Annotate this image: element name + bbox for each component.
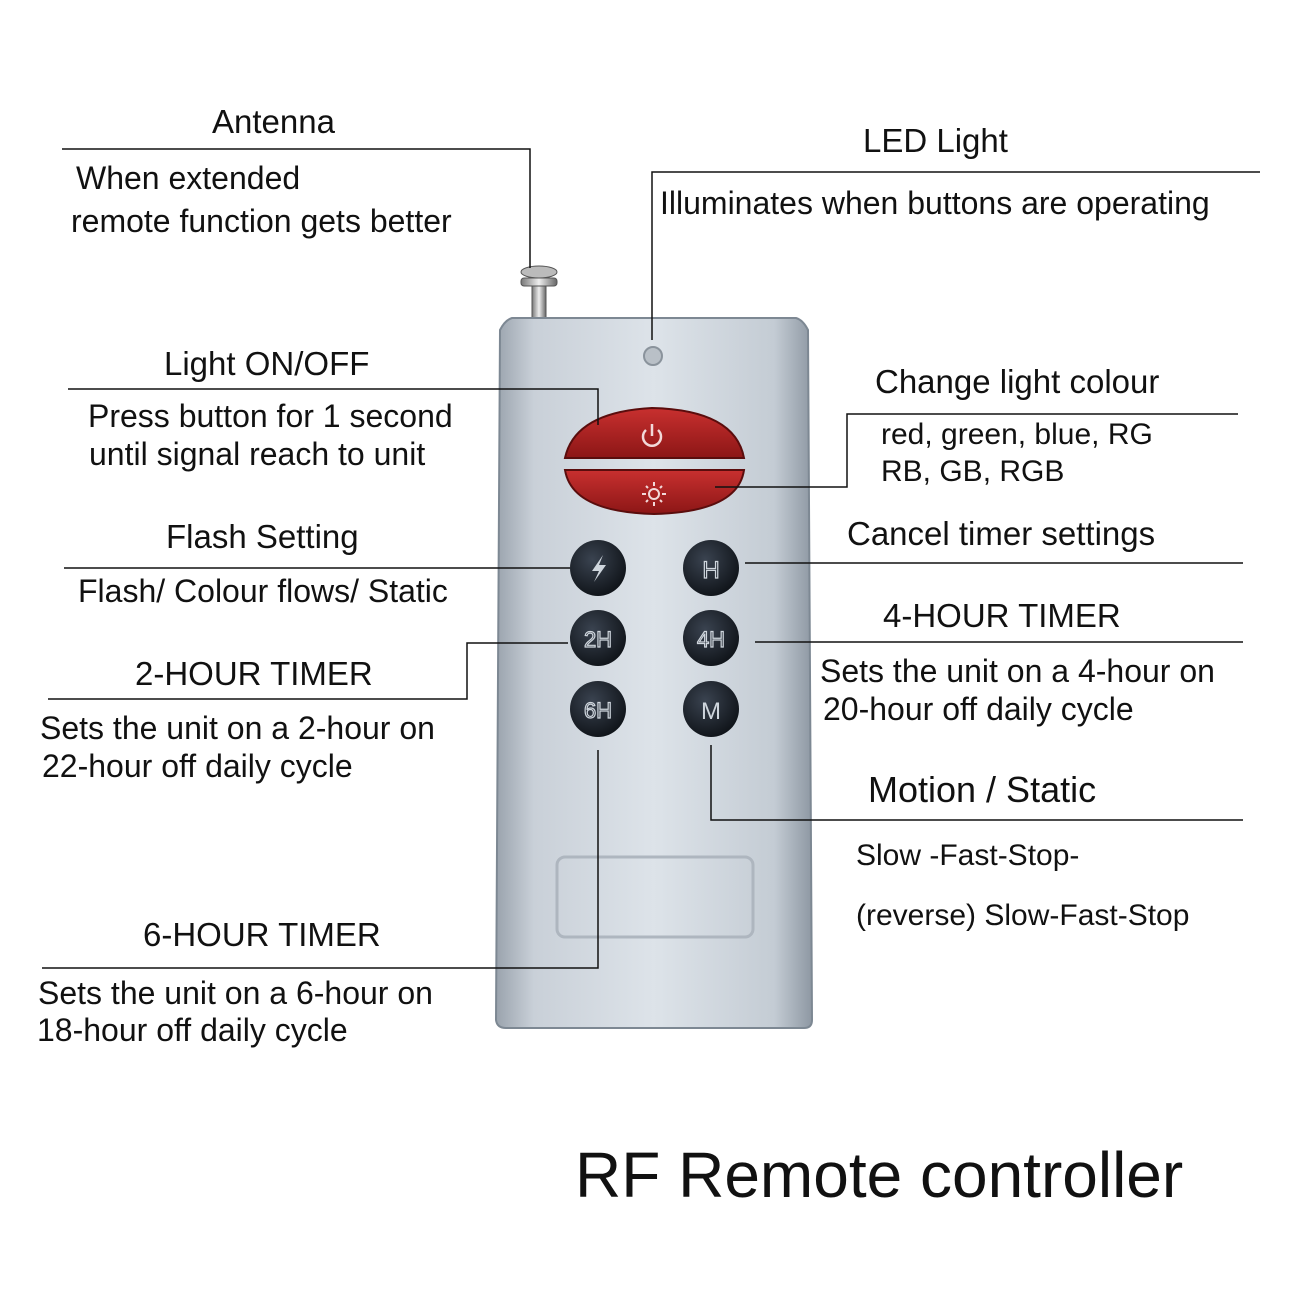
power-desc-line2: until signal reach to unit	[89, 436, 426, 472]
colour-desc-line1: red, green, blue, RG	[881, 418, 1153, 451]
antenna-desc-line1: When extended	[76, 160, 301, 196]
timer-6h-desc-line1: Sets the unit on a 6-hour on	[38, 975, 433, 1011]
remote-body	[494, 317, 814, 1029]
flash-button[interactable]	[570, 540, 626, 596]
timer-4h-label: 4-HOUR TIMER	[883, 597, 1121, 634]
flash-label: Flash Setting	[166, 518, 359, 555]
timer-6h-button[interactable]: 6H	[570, 681, 626, 737]
timer-2h-desc-line1: Sets the unit on a 2-hour on	[40, 710, 435, 746]
power-label: Light ON/OFF	[164, 345, 370, 382]
timer-2h-button[interactable]: 2H	[570, 610, 626, 666]
timer-2h-desc-line2: 22-hour off daily cycle	[42, 748, 353, 784]
timer-2h-label: 2-HOUR TIMER	[135, 655, 373, 692]
timer-6h-desc-line2: 18-hour off daily cycle	[37, 1012, 348, 1048]
timer-2h-leader	[48, 642, 568, 700]
led-light	[643, 346, 663, 366]
antenna-desc-line2: remote function gets better	[71, 203, 452, 239]
cancel-timer-glyph: H	[702, 557, 719, 584]
timer-4h-desc-line2: 20-hour off daily cycle	[823, 691, 1134, 727]
timer-4h-button[interactable]: 4H	[683, 610, 739, 666]
lightning-icon	[592, 555, 606, 582]
power-leader	[68, 388, 599, 425]
colour-label: Change light colour	[875, 363, 1160, 400]
timer-2h-glyph: 2H	[584, 627, 612, 652]
motion-desc-line2: (reverse) Slow-Fast-Stop	[856, 899, 1190, 932]
motion-desc-line1: Slow -Fast-Stop-	[856, 839, 1080, 872]
motion-label: Motion / Static	[868, 769, 1097, 810]
led-leader	[651, 171, 1260, 340]
timer-4h-glyph: 4H	[697, 627, 725, 652]
mode-glyph: M	[701, 698, 721, 725]
power-desc-line1: Press button for 1 second	[88, 398, 453, 434]
power-button[interactable]	[563, 406, 746, 459]
sun-icon	[642, 482, 666, 506]
battery-recess	[555, 855, 755, 939]
timer-6h-label: 6-HOUR TIMER	[143, 916, 381, 953]
colour-desc-line2: RB, GB, RGB	[881, 455, 1065, 488]
antenna-label: Antenna	[212, 103, 335, 140]
colour-leader	[715, 413, 1238, 488]
antenna	[520, 265, 558, 319]
mode-leader	[710, 745, 1243, 821]
timer-6h-glyph: 6H	[584, 698, 612, 723]
antenna-leader	[62, 148, 531, 268]
led-label: LED Light	[863, 122, 1008, 159]
flash-desc: Flash/ Colour flows/ Static	[78, 573, 448, 609]
timer-4h-desc-line1: Sets the unit on a 4-hour on	[820, 653, 1215, 689]
cancel-timer-button[interactable]: H	[683, 540, 739, 596]
cancel-timer-label: Cancel timer settings	[847, 515, 1156, 552]
led-desc: Illuminates when buttons are operating	[660, 185, 1210, 221]
timer-6h-leader	[42, 750, 599, 969]
power-icon	[641, 424, 663, 447]
mode-button[interactable]: M	[683, 681, 739, 737]
diagram-title: RF Remote controller	[575, 1139, 1184, 1211]
